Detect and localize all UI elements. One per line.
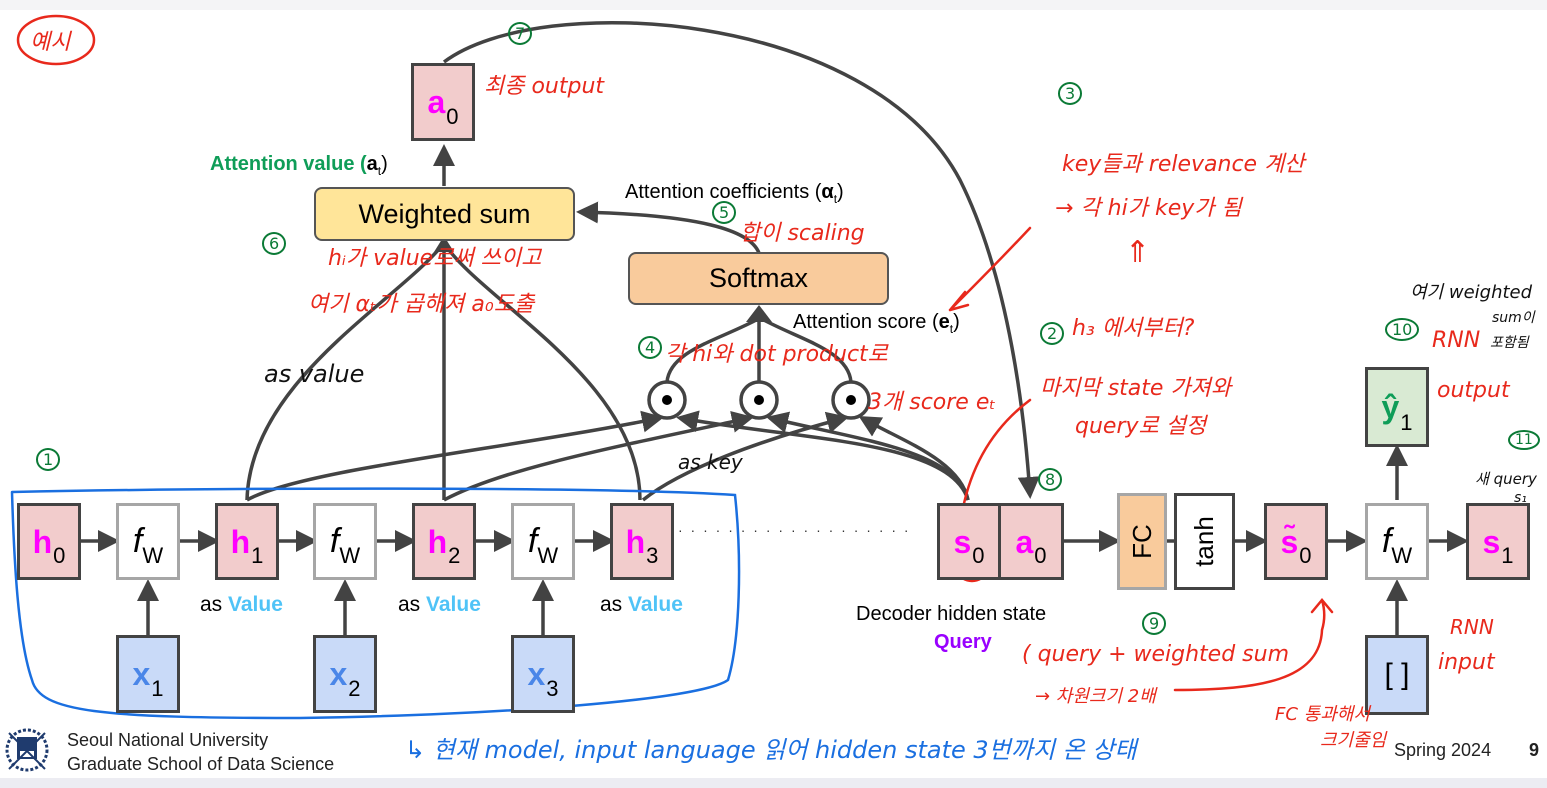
dot-product-nodes [647,380,871,420]
annotation-bottom-note: ↳ 현재 model, input language 읽어 hidden sta… [405,736,1137,764]
annotation-as-value: as value [264,360,365,388]
tanh-layer: tanh [1174,493,1235,590]
annotation-weighted-sum-note-1: 여기 weighted [1410,282,1533,303]
fc-return-arrow-stroke [1173,598,1334,692]
annotation-step-10: 10 [1385,318,1420,341]
annotation-step-9: 9 [1142,612,1167,635]
query-label: Query [934,631,992,653]
footer-school: Graduate School of Data Science [67,754,335,774]
key-line-h3 [641,411,849,502]
annotation-output: output [1437,378,1510,403]
annotation-scaling: 합이 scaling [740,221,865,246]
annotation-step-11: 11 [1508,430,1540,450]
annotation-dot-product-2: 3개 score eₜ [868,390,996,415]
bottom-bar [0,778,1547,788]
snu-emblem-icon [5,728,49,772]
attention-value-label: Attention value (at) [210,153,388,178]
context-arc [442,20,1040,499]
annotation-query-sum-1: ( query + weighted sum [1022,642,1290,667]
annotation-final-output: 최종 output [484,74,605,99]
annotation-rnn: RNN [1432,328,1481,353]
attention-score-label: Attention score (et) [793,311,960,336]
annotation-last-state-1: 마지막 state 가져와 [1040,376,1232,401]
encoder-bracket-annotation [10,487,741,720]
annotation-step-8: 8 [1038,468,1063,491]
fc-layer: FC [1117,493,1167,590]
annotation-rnn-input-1: RNN [1450,615,1494,639]
score-line-1 [665,316,761,383]
annotation-fc-note: FC 통과해서 [1275,704,1370,725]
example-circle-annotation [16,14,96,66]
attention-coefficients-label: Attention coefficients (αt) [625,181,844,206]
annotation-new-query-sub: s₁ [1514,490,1527,506]
footer-page-number: 9 [1529,740,1540,760]
softmax-node: Softmax [628,252,889,305]
annotation-step-5: 5 [712,201,737,224]
annotation-step-4: 4 [638,336,663,359]
value-line-h1 [245,241,446,501]
annotation-value-note-2: 여기 αₜ가 곱해져 a₀도출 [308,292,535,317]
weighted-sum-node: Weighted sum [314,187,575,241]
annotation-step-1: 1 [36,448,61,471]
annotation-fc-note-2: 크기줄임 [1320,730,1387,751]
as-value-label-h3: as Value [600,593,683,616]
annotation-step-3: 3 [1058,82,1083,105]
annotation-key-relevance-1: key들과 relevance 계산 [1062,152,1305,177]
university-logo [3,725,51,775]
as-value-label-h1: as Value [200,593,283,616]
annotation-rnn-input-2: input [1438,650,1495,675]
annotation-query-sum-2: → 차원크기 2배 [1035,686,1156,707]
footer-term: Spring 2024 [1394,740,1492,760]
score-line-3 [759,316,853,383]
annotation-value-note-1: hᵢ가 value로써 쓰이고 [328,246,542,271]
annotation-step-7: 7 [508,22,533,45]
annotation-step-2: 2 [1040,322,1065,345]
annotation-step-6: 6 [262,232,287,255]
annotation-weighted-sum-note-3: 포함됨 [1490,335,1529,351]
key-arrow-stroke [948,226,1032,312]
sequence-ellipsis: · · · · · · · · · · · · · · · · · · · [678,522,911,538]
annotation-dot-product-1: 각 hi와 dot product로 [665,342,888,367]
annotation-as-key: as key [678,450,743,474]
as-value-label-h2: as Value [398,593,481,616]
footer-university: Seoul National University [67,730,269,750]
annotation-example: 예시 [30,30,71,55]
decoder-hidden-state-label: Decoder hidden state [856,603,1047,625]
value-line-h3 [442,242,642,501]
annotation-weighted-sum-note-2: sum이 [1492,310,1535,326]
decoder-tilde-state-s0: s̃0 [1264,503,1328,580]
decoder-rnn-input: [ ] [1365,635,1429,715]
annotation-key-relevance-2: → 각 hi가 key가 됨 [1055,196,1242,221]
annotation-h3-question: h₃ 에서부터? [1072,316,1195,341]
query-line-3 [858,415,970,501]
weighted-sum-in-arrow [434,236,454,252]
annotation-key-up-arrow: ⇑ [1125,235,1151,270]
s0-to-note-stroke [960,398,1032,515]
annotation-last-state-2: query로 설정 [1075,414,1207,439]
coefficients-line [576,201,761,254]
annotation-new-query: 새 query [1475,470,1537,488]
top-bar [0,0,1547,10]
softmax-in-arrow [746,305,772,322]
